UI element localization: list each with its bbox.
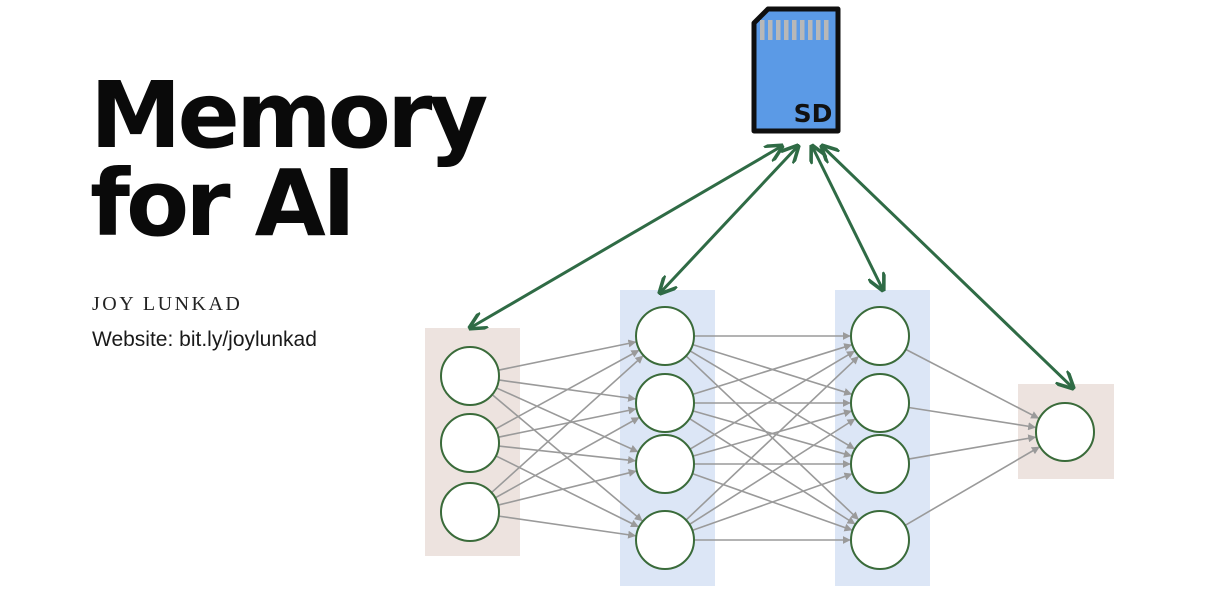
connection-l1-2-1 xyxy=(495,349,640,430)
memory-link-2 xyxy=(660,146,798,293)
sd-pin-4 xyxy=(784,20,789,40)
connection-l2-4-2 xyxy=(689,418,856,526)
neuron-connections xyxy=(490,332,1040,544)
neuron-l3-4 xyxy=(850,510,910,570)
sd-card-label: SD xyxy=(794,99,833,128)
memory-link-4 xyxy=(822,146,1073,388)
neuron-l1-1 xyxy=(440,346,500,406)
connection-l3-4-1 xyxy=(904,446,1040,527)
connection-l1-3-1 xyxy=(490,355,644,494)
sd-pin-3 xyxy=(776,20,781,40)
connection-l1-3-4 xyxy=(498,515,637,539)
sd-pin-2 xyxy=(768,20,773,40)
sd-pin-8 xyxy=(816,20,821,40)
layer-bands xyxy=(425,290,1114,586)
connection-l1-2-3 xyxy=(498,445,636,464)
connection-l1-2-2 xyxy=(498,406,637,438)
neuron-l3-2 xyxy=(850,373,910,433)
neurons xyxy=(440,306,1095,570)
title-line-1: Memory xyxy=(90,62,488,169)
sd-pin-1 xyxy=(760,20,765,40)
sd-card-pins xyxy=(760,20,829,40)
author-name: JOY LUNKAD xyxy=(92,293,243,315)
connection-l3-2-1 xyxy=(908,406,1037,431)
website-text: Website: bit.ly/joylunkad xyxy=(92,328,317,351)
connection-l1-3-2 xyxy=(494,416,640,499)
neuron-l2-4 xyxy=(635,510,695,570)
memory-link-3 xyxy=(812,146,883,290)
sd-pin-6 xyxy=(800,20,805,40)
slide-title: Memory for AI xyxy=(90,62,488,257)
connection-l1-1-3 xyxy=(496,387,639,453)
connection-l1-1-1 xyxy=(498,339,637,371)
sd-card-icon: SD xyxy=(751,6,841,134)
neuron-l4-1 xyxy=(1035,402,1095,462)
neuron-l2-3 xyxy=(635,434,695,494)
sd-pin-9 xyxy=(824,20,829,40)
neuron-l1-2 xyxy=(440,413,500,473)
sd-pin-5 xyxy=(792,20,797,40)
connection-l1-3-3 xyxy=(497,469,637,506)
memory-links xyxy=(470,146,1073,388)
neuron-l2-1 xyxy=(635,306,695,366)
connection-l2-4-3 xyxy=(692,472,853,532)
neuron-l2-2 xyxy=(635,373,695,433)
neuron-l3-1 xyxy=(850,306,910,366)
connection-l3-3-1 xyxy=(908,434,1037,460)
neuron-l3-3 xyxy=(850,434,910,494)
connection-l2-3-2 xyxy=(692,409,852,457)
sd-pin-7 xyxy=(808,20,813,40)
title-line-2: for AI xyxy=(90,150,356,257)
neuron-l1-3 xyxy=(440,482,500,542)
